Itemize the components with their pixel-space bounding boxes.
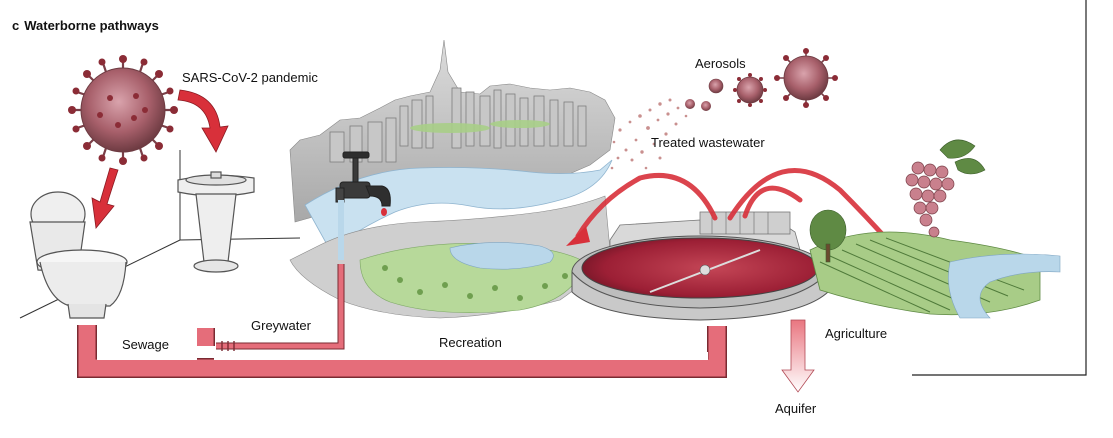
greywater-stream <box>338 200 344 260</box>
label-sewage: Sewage <box>122 337 169 352</box>
toilet-illustration <box>29 191 128 319</box>
label-agriculture: Agriculture <box>825 326 888 341</box>
city-skyline-illustration <box>289 39 616 319</box>
arrow-upward <box>742 185 803 219</box>
aquifer-arrow <box>781 319 815 393</box>
figure-title-text: Waterborne pathways <box>24 18 159 33</box>
label-pandemic: SARS-CoV-2 pandemic <box>182 70 318 85</box>
arrow-to-agriculture <box>727 167 903 257</box>
figure-title: c Waterborne pathways <box>12 18 159 33</box>
park-lake <box>449 242 554 270</box>
arrow-to-sink <box>177 89 229 153</box>
reuse-arrows <box>575 167 903 257</box>
pipe-joint <box>221 341 235 351</box>
river <box>304 159 613 251</box>
panel-frame <box>912 0 1087 376</box>
virus-right-icon <box>774 48 838 108</box>
label-aerosols: Aerosols <box>695 56 746 71</box>
arrow-to-toilet <box>91 167 119 229</box>
greywater-pipe <box>216 264 345 350</box>
aerosol-cloud <box>610 98 690 170</box>
virus-large-icon <box>68 55 178 165</box>
arrow-to-recreation <box>575 172 718 239</box>
sewage-pipe-system <box>77 325 727 378</box>
infection-arrows <box>91 89 229 229</box>
virus-small-icon <box>685 78 724 111</box>
virus-medium-icon <box>733 73 767 107</box>
sink-illustration <box>177 171 255 273</box>
panel-letter: c <box>12 18 20 33</box>
treatment-plant-illustration <box>571 211 829 321</box>
agriculture-river <box>948 253 1061 319</box>
grapes-icon <box>905 139 986 238</box>
faucet-illustration <box>335 151 391 216</box>
agriculture-illustration <box>809 209 1061 319</box>
city-greenery <box>410 120 550 133</box>
label-recreation: Recreation <box>439 335 502 350</box>
label-treated-wastewater: Treated wastewater <box>651 135 765 150</box>
label-aquifer: Aquifer <box>775 401 817 416</box>
label-greywater: Greywater <box>251 318 311 333</box>
